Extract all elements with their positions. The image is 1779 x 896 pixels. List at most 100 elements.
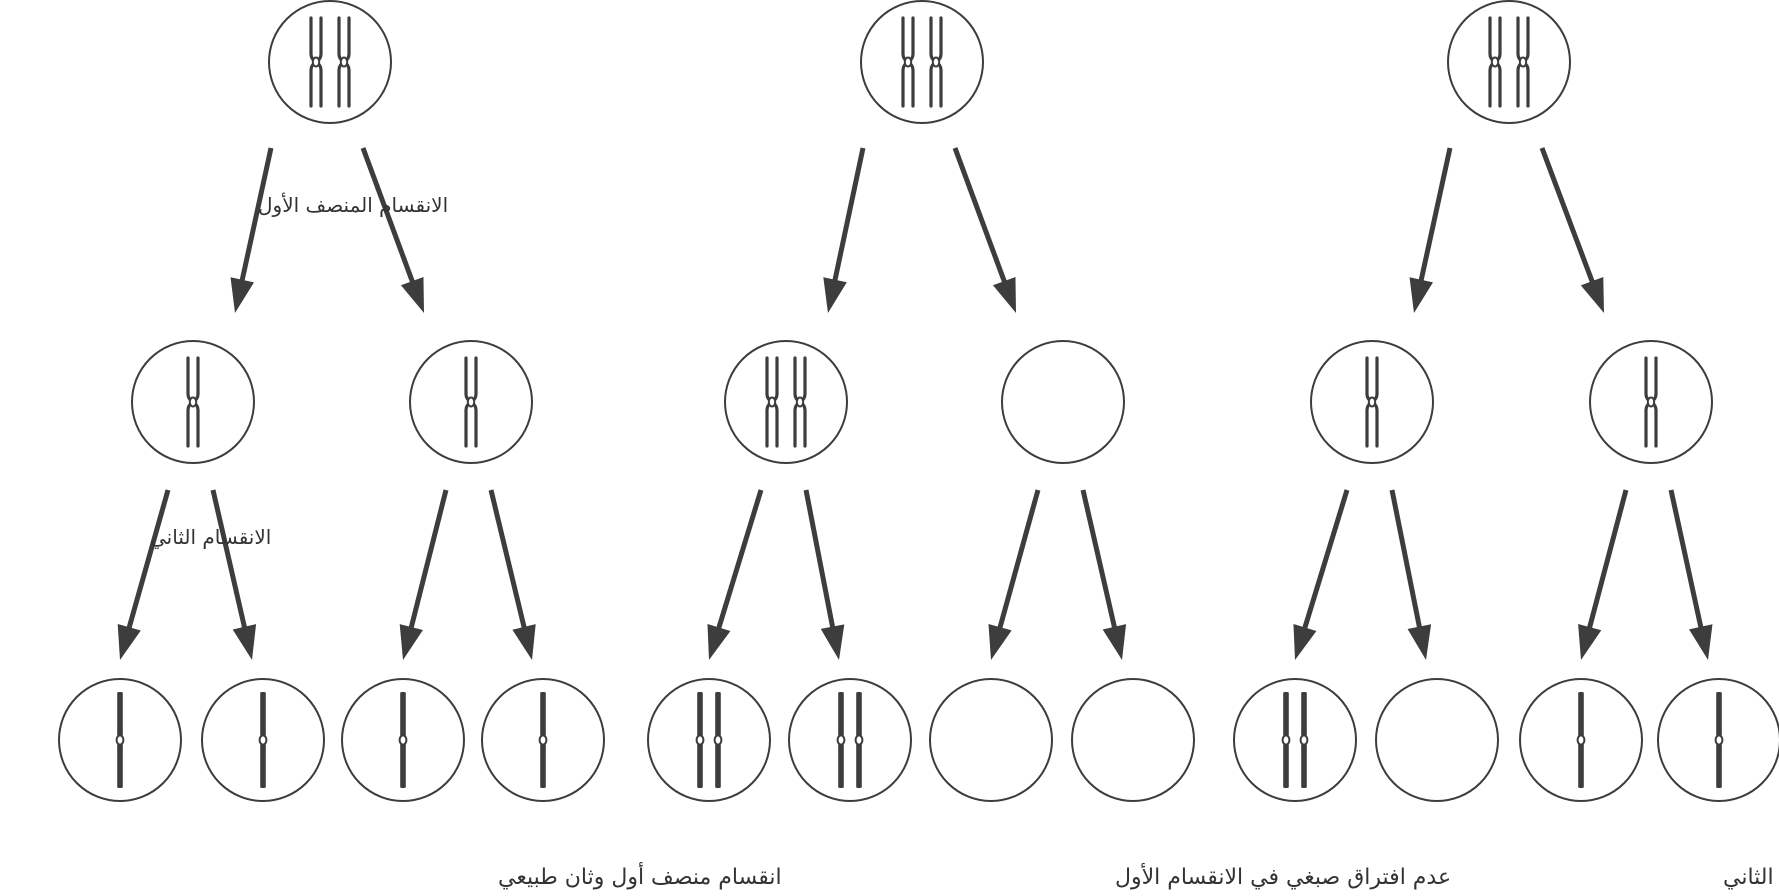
centromere (339, 56, 349, 68)
centromere (1490, 56, 1500, 68)
gamete-cell (929, 678, 1053, 802)
daughter-cell (1589, 340, 1713, 464)
arrow-shaft (803, 489, 836, 630)
centromere (538, 734, 548, 746)
arrow-shaft (1668, 489, 1704, 630)
arrow-shaft (210, 489, 248, 630)
arrows-layer (117, 147, 1713, 660)
division-arrow (117, 489, 171, 660)
daughter-cell (409, 340, 533, 464)
arrow-shaft (360, 147, 416, 284)
centromere (767, 396, 777, 408)
centromere (1299, 734, 1309, 746)
centromere (903, 56, 913, 68)
gamete-cell (341, 678, 465, 802)
cell-membrane (929, 678, 1053, 802)
gamete-cell (1657, 678, 1779, 802)
division-arrow (399, 489, 449, 660)
gamete-cell (788, 678, 912, 802)
cell-membrane (647, 678, 771, 802)
gamete-cell (1071, 678, 1195, 802)
division-arrow (1668, 489, 1713, 660)
gamete-cell (201, 678, 325, 802)
gamete-cell (58, 678, 182, 802)
cell-membrane (724, 340, 848, 464)
division-arrow (360, 147, 424, 313)
division-arrow (823, 147, 866, 313)
cell-membrane (1233, 678, 1357, 802)
division-arrow (803, 489, 845, 660)
division-arrow (1389, 489, 1432, 660)
centromere (795, 396, 805, 408)
arrow-shaft (239, 147, 274, 283)
arrow-shaft (488, 489, 527, 630)
centromere (115, 734, 125, 746)
arrow-head (230, 277, 254, 313)
division-arrow (1293, 489, 1350, 660)
division-arrow (1080, 489, 1127, 660)
arrow-shaft (1080, 489, 1118, 630)
scenario-caption-nondisjunction-second: عدم افتراق صبغي في الانقسام الثاني (1723, 865, 1779, 890)
daughter-cell (131, 340, 255, 464)
cell-membrane (1001, 340, 1125, 464)
arrow-shaft (952, 147, 1008, 284)
arrow-head (1293, 623, 1317, 660)
centromere (1576, 734, 1586, 746)
cell-membrane (1071, 678, 1195, 802)
cell-membrane (1375, 678, 1499, 802)
arrow-head (992, 276, 1016, 313)
cell-membrane (1447, 0, 1571, 124)
daughter-cell (1310, 340, 1434, 464)
arrow-shaft (1539, 147, 1596, 284)
centromere (258, 734, 268, 746)
arrow-shaft (1389, 489, 1423, 630)
scenario-caption-nondisjunction-first: عدم افتراق صبغي في الانقسام الأول (1115, 863, 1451, 890)
arrow-shaft (715, 489, 764, 631)
arrow-head (823, 277, 847, 313)
arrow-head (707, 623, 731, 660)
centromere (854, 734, 864, 746)
cell-membrane (268, 0, 392, 124)
division-arrow (988, 489, 1041, 660)
arrow-shaft (408, 489, 449, 630)
cell-membrane (788, 678, 912, 802)
gamete-cell (1233, 678, 1357, 802)
arrow-head (512, 624, 536, 660)
parent-cell (1447, 0, 1571, 124)
centromere (931, 56, 941, 68)
centromere (466, 396, 476, 408)
arrow-shaft (832, 147, 866, 283)
stage-label-meiosis-1: الانقسام المنصف الأول (258, 193, 448, 217)
parent-cell (268, 0, 392, 124)
centromere (1518, 56, 1528, 68)
gamete-cell (647, 678, 771, 802)
cell-membrane (860, 0, 984, 124)
daughter-cell (724, 340, 848, 464)
parent-cell (860, 0, 984, 124)
gamete-cell (1375, 678, 1499, 802)
arrow-head (117, 624, 141, 660)
daughter-cell (1001, 340, 1125, 464)
division-arrow (230, 147, 274, 313)
centromere (713, 734, 723, 746)
division-arrow (707, 489, 764, 660)
centromere (1367, 396, 1377, 408)
arrow-head (1102, 624, 1127, 660)
centromere (311, 56, 321, 68)
arrow-shaft (126, 489, 171, 630)
arrow-head (1689, 624, 1713, 660)
arrow-shaft (1418, 147, 1453, 283)
division-arrow (210, 489, 257, 660)
arrow-head (988, 624, 1012, 660)
centromere (695, 734, 705, 746)
stage-label-meiosis-2: الانقسام الثاني (150, 525, 271, 550)
arrow-head (232, 624, 257, 660)
division-arrow (488, 489, 536, 660)
cells-layer (58, 0, 1779, 802)
arrow-shaft (1586, 489, 1629, 630)
arrow-head (1409, 277, 1433, 313)
arrow-head (820, 624, 845, 660)
centromere (1281, 734, 1291, 746)
arrow-head (399, 624, 423, 660)
arrow-head (1578, 624, 1602, 660)
